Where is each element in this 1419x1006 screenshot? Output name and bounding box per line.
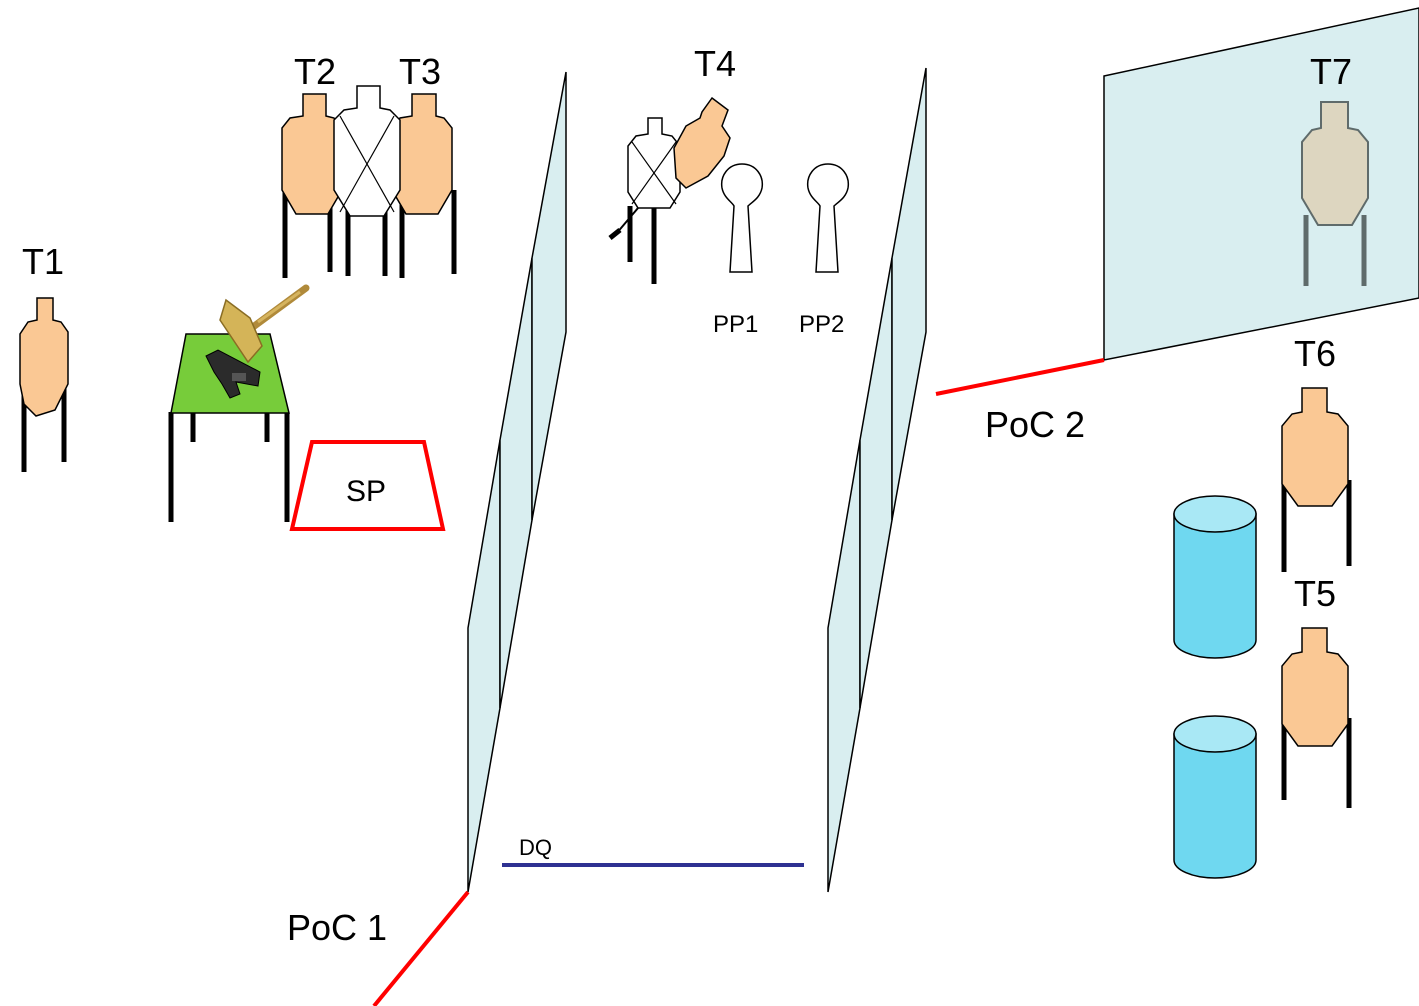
axe-icon (219, 284, 310, 364)
left-wall-lower (467, 439, 501, 893)
poc2-fault-line (935, 358, 1105, 396)
target-t2 (281, 93, 343, 278)
right-wall-lower (827, 439, 861, 893)
label-sp: SP (346, 475, 386, 508)
start-position-box (289, 440, 446, 531)
label-t4: T4 (694, 43, 736, 84)
label-t3: T3 (399, 51, 441, 92)
barrel-lower (1173, 715, 1257, 879)
target-t3 (391, 93, 457, 278)
label-t2: T2 (294, 51, 336, 92)
target-t7 (1301, 101, 1369, 286)
label-t5: T5 (1294, 573, 1336, 614)
target-t5 (1281, 627, 1352, 808)
target-t4 (673, 96, 731, 189)
label-poc2: PoC 2 (985, 404, 1085, 445)
popper-pp1 (720, 163, 764, 273)
popper-pp2 (806, 163, 850, 273)
pistol-icon (205, 349, 261, 399)
t7-wall-panel (1103, 7, 1419, 361)
label-pp2: PP2 (799, 311, 844, 338)
target-t1 (19, 297, 69, 472)
no-shoot-between-t2-t3 (333, 85, 401, 276)
target-t6 (1281, 387, 1352, 572)
label-dq: DQ (519, 835, 552, 860)
label-t1: T1 (22, 241, 64, 282)
label-t7: T7 (1310, 51, 1352, 92)
label-t6: T6 (1294, 333, 1336, 374)
right-wall-upper (891, 67, 927, 521)
label-poc1: PoC 1 (287, 907, 387, 948)
right-wall-middle (859, 257, 893, 709)
label-pp1: PP1 (713, 311, 758, 338)
no-shoot-t4 (608, 117, 681, 284)
left-wall-upper (531, 71, 567, 521)
barrel-upper (1173, 495, 1257, 659)
left-wall-middle (499, 257, 533, 709)
poc1-fault-line (372, 890, 470, 1006)
